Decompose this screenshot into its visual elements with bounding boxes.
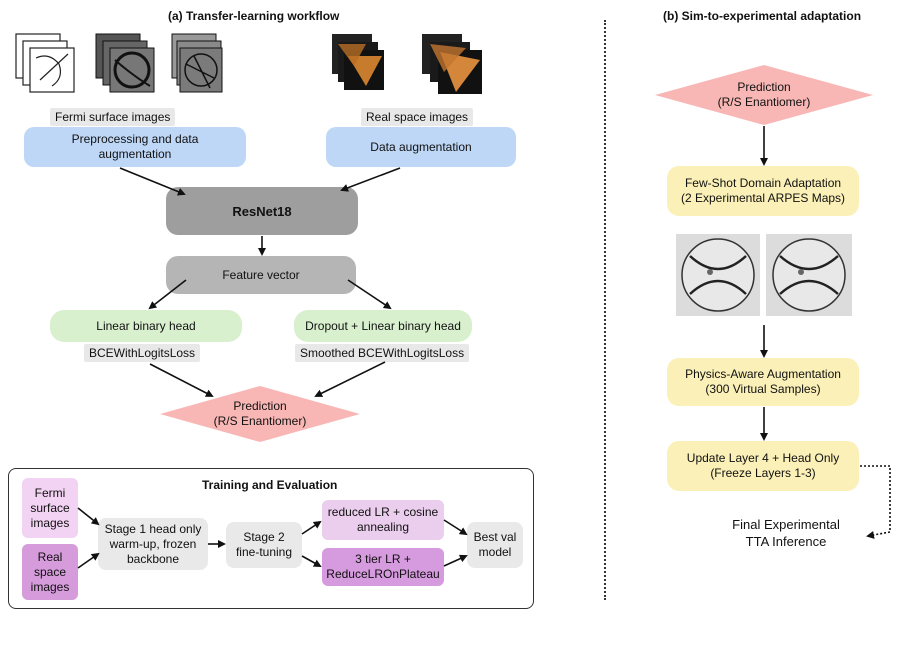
arrow-augment-resnet [340,167,401,192]
real-space-label: Real space images [361,108,474,126]
prediction-a-line1: Prediction [233,399,287,413]
real-space-thumbnails [332,34,482,94]
prediction-b-line1: Prediction [737,80,791,94]
dropout-head-text: Dropout + Linear binary head [305,318,461,333]
training-title: Training and Evaluation [202,478,338,492]
panel-divider [604,20,606,600]
preprocessing-box: Preprocessing and data augmentation [24,127,246,167]
fermi-surface-label: Fermi surface images [50,108,176,126]
reduced-lr-text: reduced LR + cosine annealing [327,505,439,534]
arrow-feature-dropout [347,279,392,310]
arrow-stage2-reduced [301,520,322,535]
arrow-update-final [860,465,891,539]
few-shot-line2: (2 Experimental ARPES Maps) [680,191,846,205]
prediction-diamond-b [655,65,873,125]
preprocessing-text: Preprocessing and data augmentation [71,132,199,161]
fermi-surface-thumbnails [15,33,223,93]
loss-right-label: Smoothed BCEWithLogitsLoss [295,344,470,362]
stage2-box: Stage 2 fine-tuning [226,522,302,568]
physics-aug-box: Physics-Aware Augmentation (300 Virtual … [667,358,859,406]
feature-vector-text: Feature vector [222,267,300,282]
prediction-a-line2: (R/S Enantiomer) [213,414,307,428]
reduced-lr-box: reduced LR + cosine annealing [322,500,444,540]
tier-lr-box: 3 tier LR + ReduceLROnPlateau [322,548,444,586]
final-line1: Final Experimental [732,517,840,532]
fermi-input-box: Fermi surface images [22,478,78,538]
prediction-b-line2: (R/S Enantiomer) [717,95,811,109]
real-input-box: Real space images [22,544,78,600]
linear-head-text: Linear binary head [96,318,196,333]
linear-head-box: Linear binary head [50,310,242,342]
panel-a-title: (a) Transfer-learning workflow [168,9,340,23]
data-augmentation-text: Data augmentation [370,139,472,154]
feature-vector-box: Feature vector [166,256,356,294]
arrow-linear-prediction [149,363,214,397]
arrow-reduced-best [443,519,468,536]
arrow-stage2-tier [301,555,322,567]
update-line2: (Freeze Layers 1-3) [710,466,816,480]
resnet-box: ResNet18 [166,187,358,235]
physics-line1: Physics-Aware Augmentation [685,367,841,381]
update-line1: Update Layer 4 + Head Only [686,451,840,465]
loss-left-label: BCEWithLogitsLoss [84,344,201,362]
data-augmentation-box: Data augmentation [326,127,516,167]
fermi-input-text: Fermi surface images [30,485,70,530]
resnet-text: ResNet18 [232,203,292,219]
physics-line2: (300 Virtual Samples) [705,382,821,396]
stage2-text: Stage 2 fine-tuning [235,530,293,559]
arrow-feature-linear [148,279,187,310]
tier-lr-text: 3 tier LR + ReduceLROnPlateau [326,552,440,581]
arrow-preprocess-resnet [119,167,186,196]
prediction-diamond-a [160,386,360,442]
few-shot-line1: Few-Shot Domain Adaptation [684,176,842,190]
arrow-dropout-prediction [314,361,386,397]
best-val-text: Best val model [473,530,517,559]
real-input-text: Real space images [30,549,70,594]
panel-b-title: (b) Sim-to-experimental adaptation [663,9,862,23]
stage1-text: Stage 1 head only warm-up, frozen backbo… [104,521,202,566]
training-evaluation-frame [8,468,534,609]
arrow-tier-best [443,554,468,567]
arrow-fermi-stage1 [77,507,100,526]
arrow-real-stage1 [77,552,100,569]
few-shot-box: Few-Shot Domain Adaptation (2 Experiment… [667,166,859,216]
dropout-head-box: Dropout + Linear binary head [294,310,472,342]
stage1-box: Stage 1 head only warm-up, frozen backbo… [98,518,208,570]
update-layer-box: Update Layer 4 + Head Only (Freeze Layer… [667,441,859,491]
best-val-box: Best val model [467,522,523,568]
final-line2: TTA Inference [745,534,827,549]
arpes-maps [676,234,852,316]
